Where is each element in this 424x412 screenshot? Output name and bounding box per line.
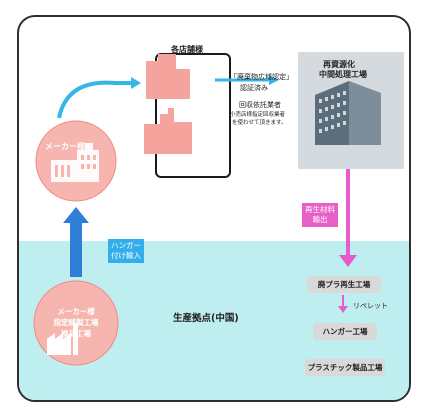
factory-to-maker-arrow	[63, 207, 89, 277]
office-building-icon	[315, 81, 381, 145]
factory-label-3: 検品工場	[61, 329, 91, 338]
factory-circle	[33, 280, 119, 366]
plant-to-recycle-arrow	[339, 169, 357, 267]
diagram-graphics	[26, 17, 381, 366]
stores-to-plant-arrow	[215, 75, 279, 85]
china-base-label: 生産拠点(中国)	[173, 313, 239, 324]
export-line-1: 再生材料	[305, 205, 335, 214]
hanger-import-line-2: 付け輸入	[111, 251, 141, 260]
plastic-products-factory-box: プラスチック製品工場	[305, 359, 385, 376]
maker-label: メーカー様	[45, 142, 85, 151]
collector-note-1: 小売店様指定回収業者	[230, 112, 286, 118]
maker-circle	[35, 120, 117, 202]
cert-sub-label: 認証済み	[240, 84, 268, 92]
store-buildings-bottom	[144, 108, 192, 154]
factory-icon	[47, 323, 78, 355]
plastic-recycle-plant-box: 廃プラ再生工場	[307, 276, 381, 293]
factory-label-2: 指定縫製工場	[53, 318, 99, 327]
collector-label: 回収依託業者	[239, 101, 281, 109]
collector-note-2: を使わせて頂きます。	[232, 120, 287, 126]
recycling-plant-label-1: 再資源化	[323, 60, 355, 69]
hanger-import-tag: ハンガー 付け輸入	[108, 239, 144, 263]
store-buildings-top	[146, 54, 190, 99]
export-line-2: 輸出	[312, 215, 328, 224]
repellet-arrow	[338, 295, 348, 313]
diagram-frame: メーカー様 各店舗様 「廃棄物広域認定」 認証済み 回収依託業者 小売店様指定回…	[17, 15, 411, 402]
hanger-factory-box: ハンガー工場	[313, 323, 377, 340]
cert-label: 「廃棄物広域認定」	[230, 73, 293, 81]
repellet-label: リペレット	[353, 302, 388, 310]
hanger-import-line-1: ハンガー	[111, 241, 141, 250]
stores-label: 各店舗様	[171, 45, 203, 54]
export-tag: 再生材料 輸出	[302, 203, 338, 227]
factory-label-1: メーカー様	[57, 307, 95, 316]
store-building-icon-top	[26, 17, 27, 40]
maker-to-stores-arrow	[57, 77, 141, 119]
recycling-plant-label-2: 中間処理工場	[319, 70, 367, 79]
